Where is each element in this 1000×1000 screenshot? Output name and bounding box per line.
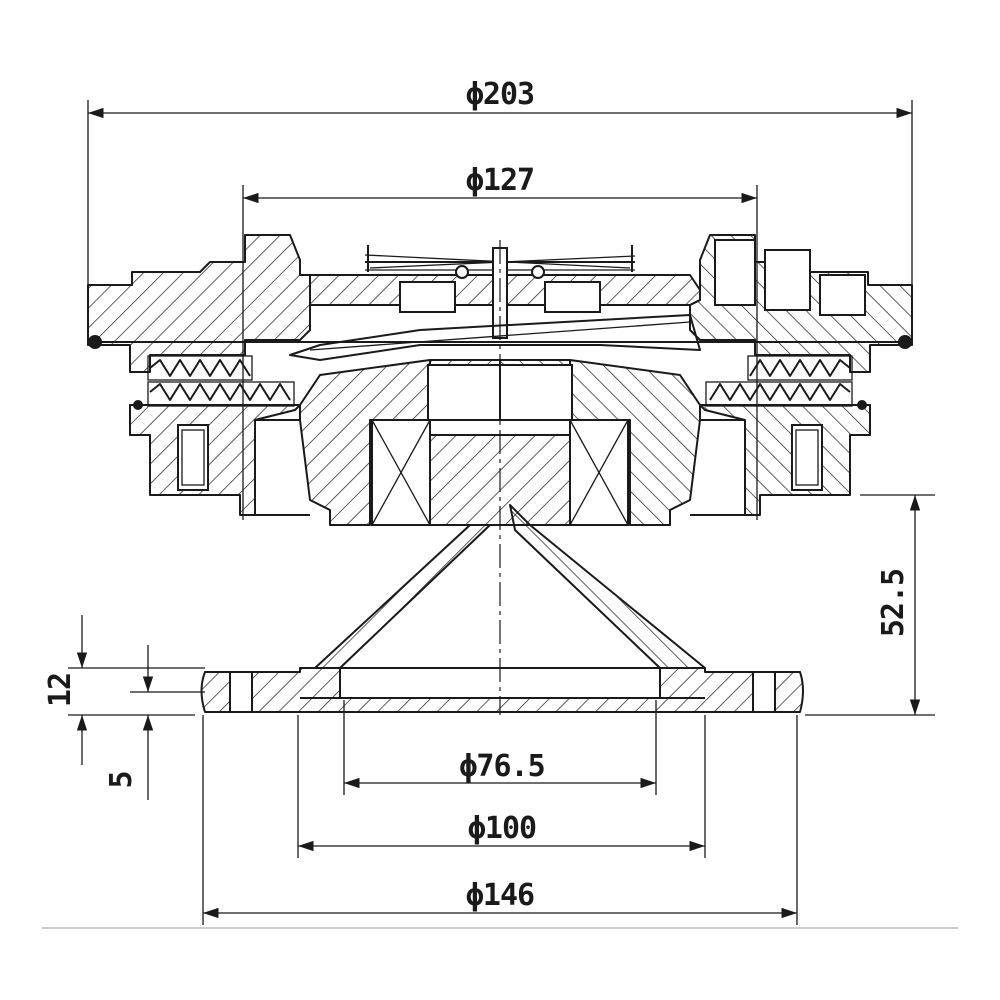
dimension-labels: ϕ203 ϕ127 ϕ76.5 ϕ100 ϕ146 52.5 12 5 bbox=[43, 77, 911, 913]
housing bbox=[87, 234, 913, 410]
dim-height-5: 5 bbox=[104, 771, 139, 788]
spring-stacks bbox=[147, 355, 853, 407]
dim-diameter-76-5: ϕ76.5 bbox=[459, 749, 544, 784]
dim-diameter-203: ϕ203 bbox=[466, 77, 534, 112]
cone-support bbox=[200, 504, 804, 713]
lower-housing bbox=[129, 359, 871, 526]
dim-diameter-146: ϕ146 bbox=[466, 878, 534, 913]
dimension-lines bbox=[42, 100, 958, 929]
dim-diameter-100: ϕ100 bbox=[468, 811, 536, 846]
dim-height-52-5: 52.5 bbox=[876, 569, 911, 637]
dim-diameter-127: ϕ127 bbox=[466, 163, 534, 198]
dim-height-12: 12 bbox=[43, 673, 78, 707]
